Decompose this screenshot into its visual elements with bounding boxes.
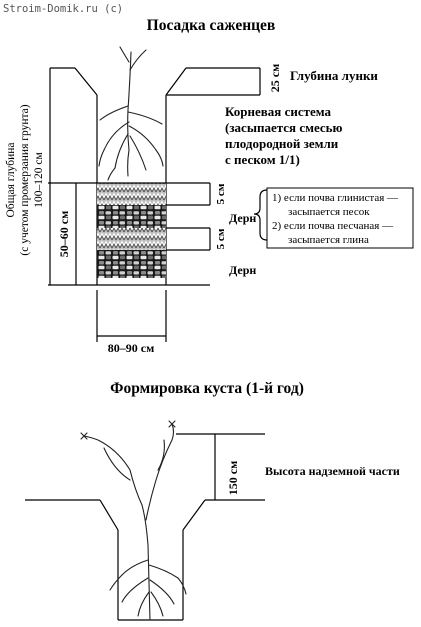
total-depth-line-1: Общая глубина <box>5 142 17 217</box>
turf-label-2: Дерн <box>229 263 256 277</box>
layer-depth-value: 50–60 см <box>57 211 71 258</box>
forming-title: Формировка куста (1-й год) <box>110 380 304 397</box>
root-system-line-1: Корневая система <box>225 104 332 119</box>
total-depth-line-2: (с учетом промерзания грунта) <box>19 104 31 255</box>
note-box <box>266 187 414 249</box>
seedling-top <box>98 46 164 181</box>
drainage-layer-2 <box>97 228 166 250</box>
note-brace <box>253 189 268 241</box>
turf-label-1: Дерн <box>229 211 256 225</box>
root-system-line-4: с песком 1/1) <box>225 152 300 167</box>
funnel2-right <box>182 499 206 531</box>
turf-layer-2 <box>97 250 166 278</box>
height-value: 150 см <box>226 461 240 496</box>
pit-depth-label: Глубина лунки <box>290 68 378 83</box>
bush-plant <box>80 420 187 621</box>
funnel2-left <box>99 499 119 531</box>
note-line-4: засыпается глина <box>288 234 369 246</box>
width-label: 80–90 см <box>108 341 155 355</box>
total-depth-line-3: 100–120 см <box>33 152 45 208</box>
root-system-line-3: плодородной земли <box>225 136 339 151</box>
note-line-3: 2) если почва песчаная — <box>272 220 394 232</box>
watermark: Stroim-Domik.ru (c) <box>3 3 123 15</box>
pit-depth-value: 25 см <box>268 64 282 93</box>
layer-thickness-bottom: 5 см <box>215 228 227 249</box>
planting-title: Посадка саженцев <box>147 17 276 34</box>
root-system-line-2: (засыпается смесью <box>225 120 343 135</box>
note-line-2: засыпается песок <box>288 206 370 218</box>
funnel-right <box>165 67 187 96</box>
height-label: Высота надземной части <box>265 464 400 478</box>
turf-layer-1 <box>97 205 166 228</box>
funnel-left <box>74 67 98 96</box>
root-system-label: Корневая система (засыпается смесью плод… <box>225 104 343 167</box>
note-line-1: 1) если почва глинистая — <box>272 192 399 204</box>
layer-thickness-top: 5 см <box>215 183 227 204</box>
drainage-layer-1 <box>97 183 166 205</box>
